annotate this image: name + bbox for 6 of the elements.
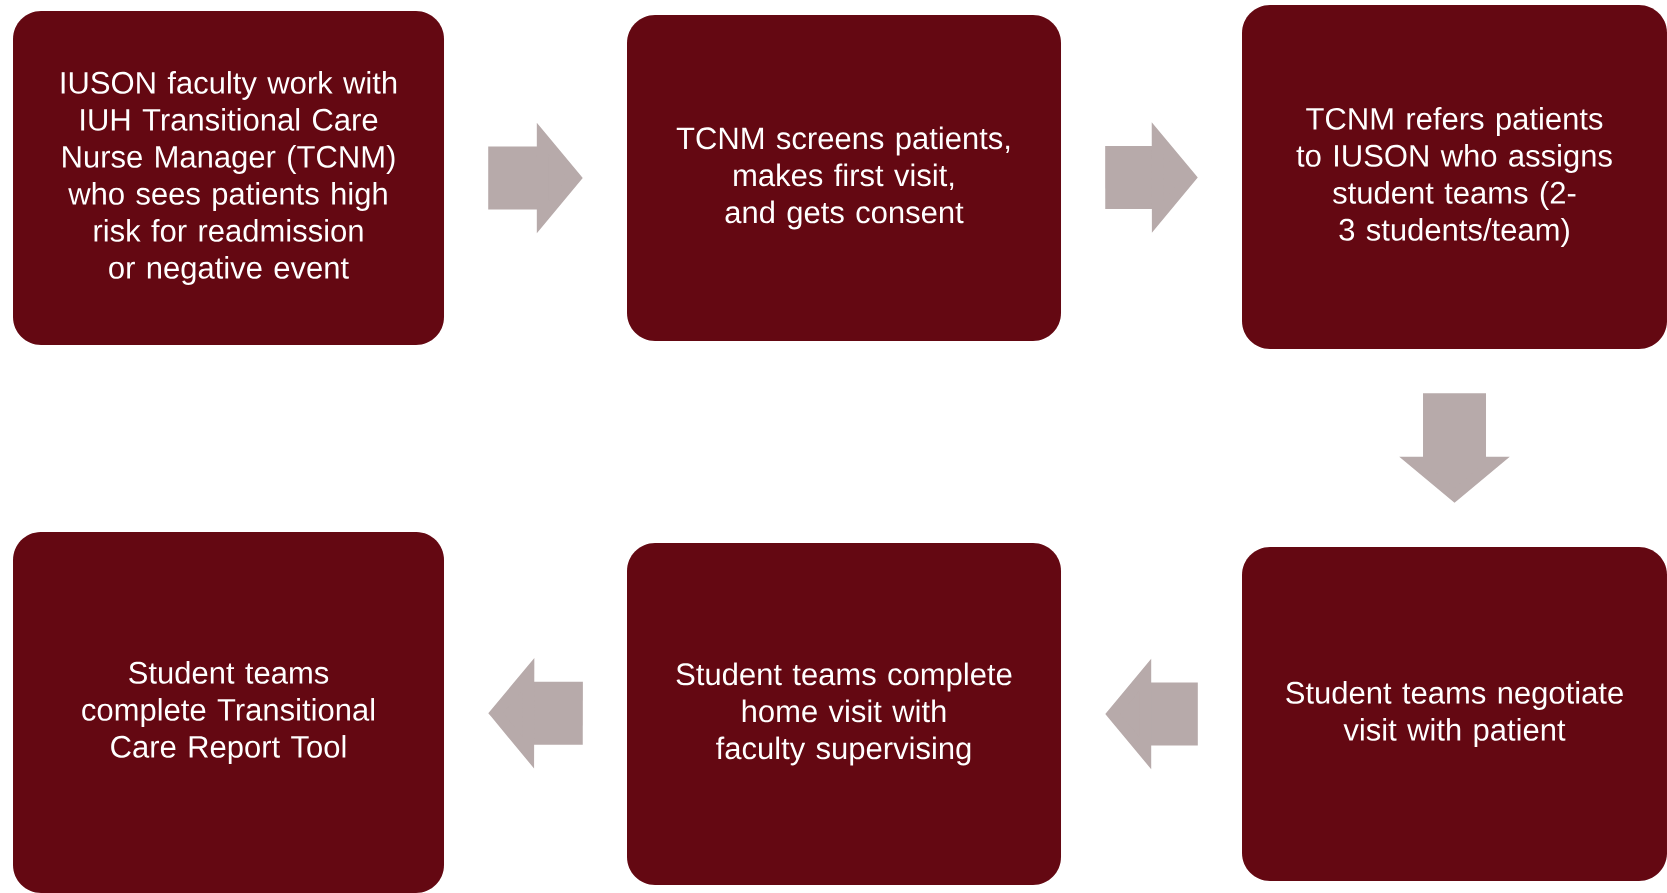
process-box: IUSON faculty work with IUH Transitional Care Nurse Manager (TCNM) who sees patients high risk for readmission or negative event xyxy=(13,11,444,345)
process-box: TCNM screens patients, makes first visit, and gets consent xyxy=(627,15,1061,341)
process-box: Student teams complete Transitional Care Report Tool xyxy=(13,532,444,893)
process-box: TCNM refers patients to IUSON who assigns student teams (2-3 students/team) xyxy=(1242,5,1667,349)
process-box: Student teams complete home visit with faculty supervising xyxy=(627,543,1061,885)
process-box: Student teams negotiate visit with patient xyxy=(1242,547,1667,881)
